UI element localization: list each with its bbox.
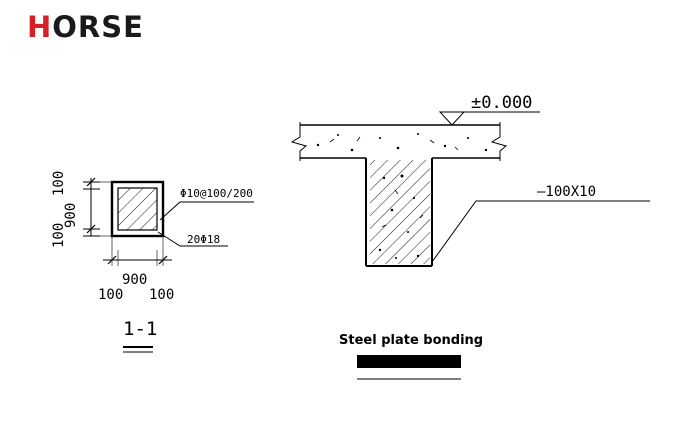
rebar-leader <box>157 231 228 247</box>
legend-title: Steel plate bonding <box>339 333 483 348</box>
horse-logo: HORSE <box>27 10 144 44</box>
level-label: ±0.000 <box>471 93 532 113</box>
dim-horizontal-right: 100 <box>149 287 174 303</box>
plate-leader <box>431 200 650 263</box>
beam-elevation-drawing: ±0.000 —100X10 <box>290 93 650 267</box>
dim-vertical-middle: 900 <box>63 203 79 228</box>
dim-vertical-bottom: 100 <box>51 223 67 248</box>
stirrup-label: Φ10@100/200 <box>180 187 253 200</box>
dim-horizontal-middle: 900 <box>122 272 147 288</box>
logo-wordmark: ORSE <box>52 10 144 44</box>
slab-break-right <box>490 122 508 161</box>
rebar-label: 20Φ18 <box>187 233 220 246</box>
stirrup-leader <box>159 201 254 221</box>
dim-horizontal-left: 100 <box>98 287 123 303</box>
legend-plate-swatch <box>357 355 461 368</box>
logo-letter-h: H <box>27 10 53 44</box>
plate-label: —100X10 <box>537 184 596 200</box>
section-mark: 1-1 <box>123 318 157 340</box>
level-triangle-icon <box>438 111 466 126</box>
legend: Steel plate bonding <box>339 333 483 380</box>
dim-vertical-top: 100 <box>51 171 67 196</box>
slab-break-left <box>290 122 308 161</box>
column-section-drawing: 100 900 100 900 100 100 Φ10@100/200 20Φ1… <box>51 171 254 353</box>
column-core-hatch <box>117 187 158 231</box>
